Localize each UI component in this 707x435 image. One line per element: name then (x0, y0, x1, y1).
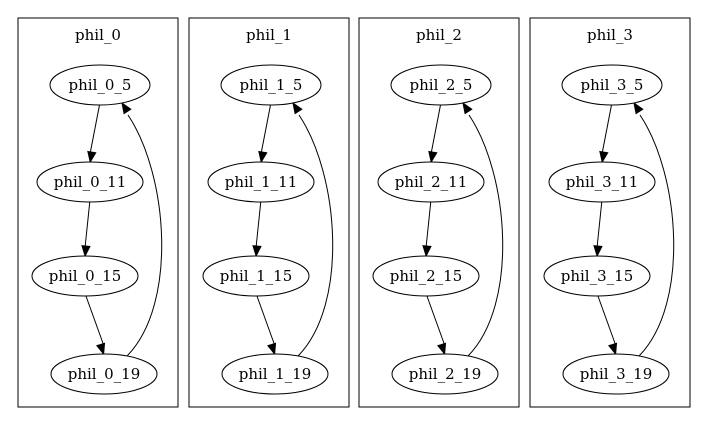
state-node: phil_0_19 (50, 353, 158, 395)
node-ellipse (36, 161, 144, 203)
arrowhead (428, 150, 438, 164)
arrowhead (252, 245, 262, 258)
node-ellipse (221, 353, 329, 395)
arrowhead (437, 342, 447, 356)
cluster-box (188, 17, 350, 408)
edge-line (260, 104, 271, 154)
node-ellipse (50, 353, 158, 395)
back-edge-line (638, 114, 675, 357)
edge-line (85, 295, 105, 346)
node-ellipse (372, 255, 480, 297)
cluster-title: phil_0 (75, 26, 121, 44)
node-label: phil_3_5 (581, 76, 644, 94)
node-ellipse (390, 64, 492, 106)
state-node: phil_1_19 (221, 353, 329, 395)
back-edge-line (297, 114, 334, 357)
cluster-phil_2: phil_2 phil_2_5 phil_2_11 phil_2_15 phil_2_1… (358, 17, 520, 408)
arrowhead (608, 342, 618, 356)
node-ellipse (543, 255, 651, 297)
edge-line (601, 104, 612, 154)
state-node: phil_0_5 (49, 64, 151, 106)
edge-line (256, 295, 276, 346)
cluster-phil_3: phil_3 phil_3_5 phil_3_11 phil_3_15 phil_3_1… (529, 17, 691, 408)
edge-line (596, 201, 603, 248)
state-node: phil_2_19 (391, 353, 499, 395)
node-label: phil_1_15 (220, 267, 293, 285)
edge-line (425, 201, 432, 248)
state-node: phil_3_15 (543, 255, 651, 297)
edge-line (255, 201, 262, 248)
arrowhead (633, 101, 644, 115)
node-label: phil_0_19 (68, 365, 141, 383)
node-ellipse (562, 353, 670, 395)
arrowhead (593, 245, 603, 258)
node-ellipse (548, 161, 656, 203)
edge-line (89, 104, 100, 154)
node-label: phil_1_11 (225, 173, 298, 191)
node-ellipse (49, 64, 151, 106)
cluster-box (17, 17, 179, 408)
node-ellipse (31, 255, 139, 297)
cluster-box (358, 17, 520, 408)
cluster-title: phil_2 (416, 26, 462, 44)
state-node: phil_3_5 (561, 64, 663, 106)
node-label: phil_2_15 (390, 267, 463, 285)
arrowhead (96, 342, 106, 356)
back-edge-line (467, 114, 504, 357)
arrowhead (258, 150, 268, 164)
node-label: phil_2_19 (409, 365, 482, 383)
arrowhead (292, 101, 303, 115)
state-node: phil_2_15 (372, 255, 480, 297)
state-node: phil_3_11 (548, 161, 656, 203)
edge-line (84, 201, 91, 248)
node-label: phil_3_11 (566, 173, 639, 191)
edge-line (430, 104, 441, 154)
node-label: phil_3_19 (580, 365, 653, 383)
arrowhead (599, 150, 609, 164)
node-ellipse (207, 161, 315, 203)
state-node: phil_1_5 (220, 64, 322, 106)
node-label: phil_0_15 (49, 267, 122, 285)
cluster-title: phil_1 (246, 26, 292, 44)
state-node: phil_1_11 (207, 161, 315, 203)
node-label: phil_1_19 (239, 365, 312, 383)
arrowhead (462, 101, 473, 115)
node-ellipse (377, 161, 485, 203)
state-node: phil_0_15 (31, 255, 139, 297)
state-node: phil_2_5 (390, 64, 492, 106)
arrowhead (422, 245, 432, 258)
arrowhead (87, 150, 97, 164)
node-ellipse (391, 353, 499, 395)
arrowhead (267, 342, 277, 356)
state-node: phil_0_11 (36, 161, 144, 203)
node-label: phil_2_11 (395, 173, 468, 191)
node-ellipse (202, 255, 310, 297)
node-label: phil_3_15 (561, 267, 634, 285)
edge-line (597, 295, 617, 346)
state-node: phil_1_15 (202, 255, 310, 297)
state-node: phil_3_19 (562, 353, 670, 395)
node-ellipse (220, 64, 322, 106)
cluster-title: phil_3 (587, 26, 633, 44)
node-label: phil_0_11 (54, 173, 127, 191)
state-node: phil_2_11 (377, 161, 485, 203)
node-label: phil_1_5 (240, 76, 303, 94)
arrowhead (121, 101, 132, 115)
cluster-phil_0: phil_0 phil_0_5 phil_0_11 phil_0_15 phil_0_1… (17, 17, 179, 408)
node-ellipse (561, 64, 663, 106)
node-label: phil_0_5 (69, 76, 132, 94)
arrowhead (81, 245, 91, 258)
back-edge-line (126, 114, 163, 357)
cluster-phil_1: phil_1 phil_1_5 phil_1_11 phil_1_15 phil_1_1… (188, 17, 350, 408)
cluster-box (529, 17, 691, 408)
edge-line (426, 295, 446, 346)
node-label: phil_2_5 (410, 76, 473, 94)
